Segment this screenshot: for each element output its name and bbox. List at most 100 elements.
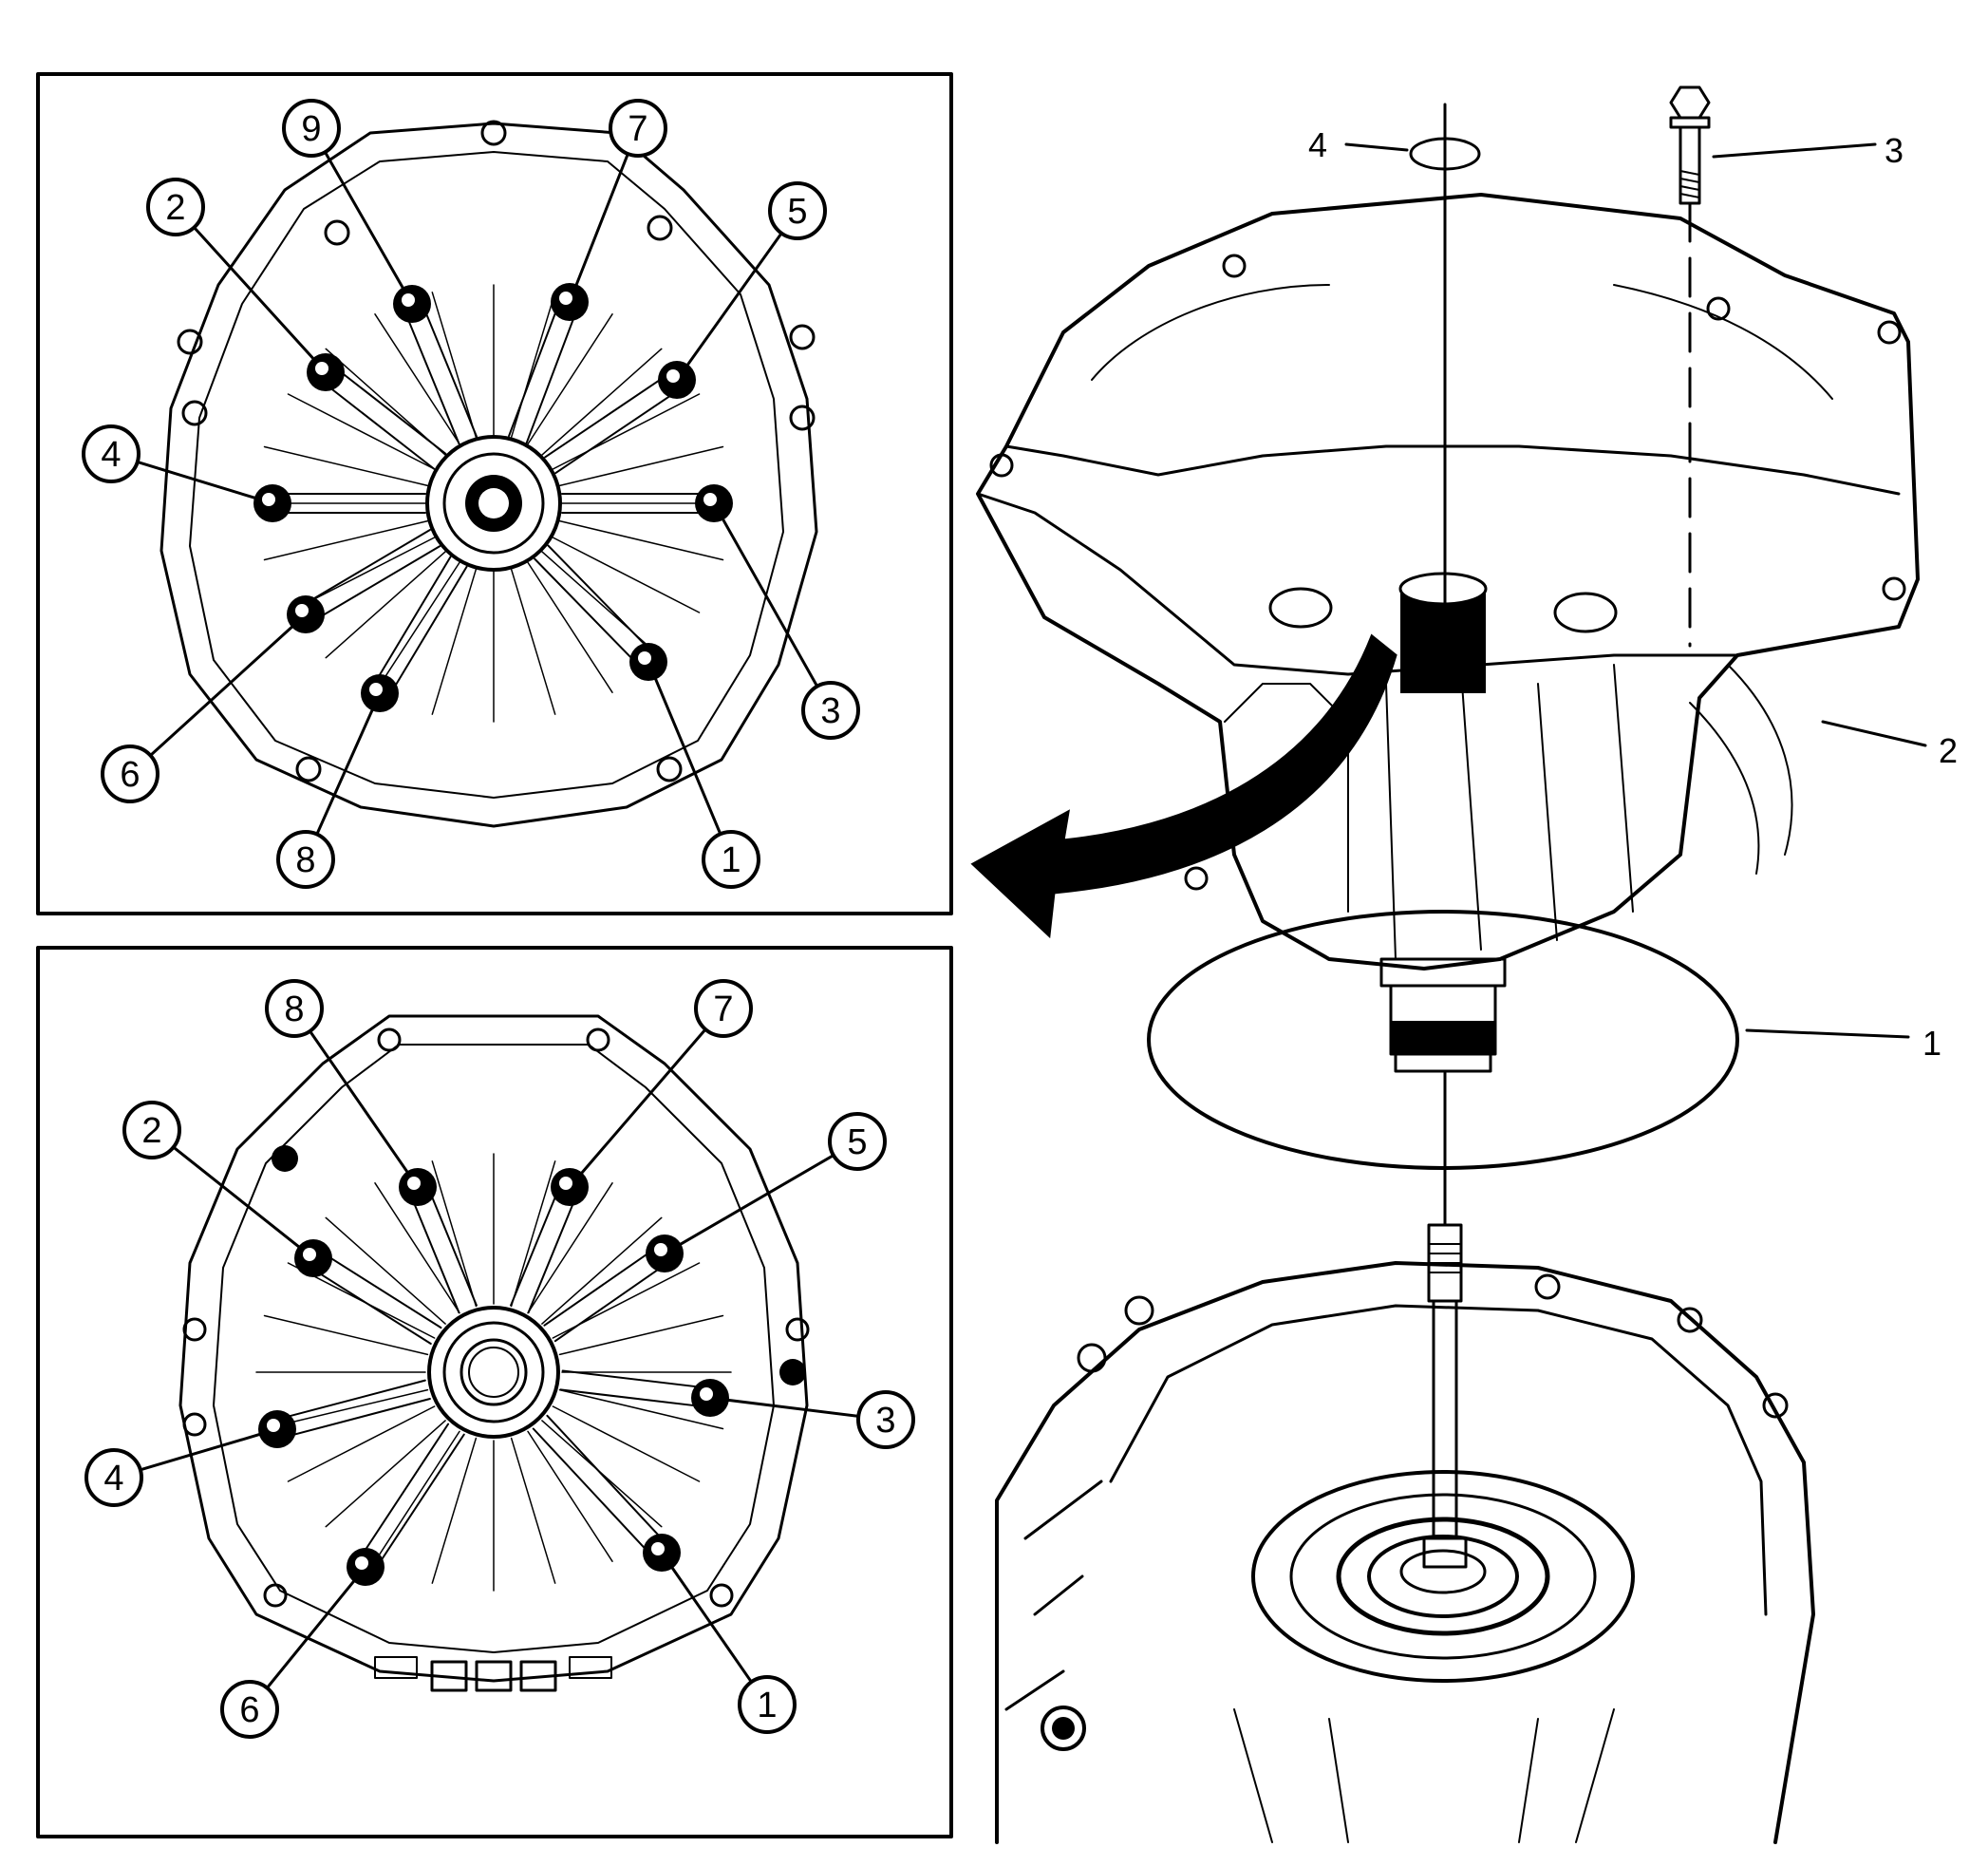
direction-arrow-icon (970, 633, 1397, 939)
bottom-ribs (255, 1153, 732, 1592)
rib-line (431, 292, 478, 439)
top-housing-inner (189, 151, 784, 799)
bolt-head-5 (658, 361, 696, 399)
sequence-callout-2: 2 (146, 178, 316, 362)
leader-line (1821, 720, 1927, 747)
part-callout-1: 1 (1745, 1024, 1941, 1063)
bottom-vent-slots (374, 1656, 612, 1692)
part-callout-4: 4 (1308, 125, 1409, 164)
bell-housing (976, 193, 1920, 1073)
callout-number: 8 (284, 990, 304, 1029)
rib-line (263, 519, 429, 561)
rib-line (552, 393, 701, 470)
rib-line (273, 1379, 426, 1422)
sequence-callout-4: 4 (82, 424, 258, 500)
callout-circle (101, 745, 159, 803)
bolt-head-8 (361, 674, 399, 712)
callout-number: 8 (295, 840, 315, 880)
rib-line (541, 551, 663, 659)
rib-line (558, 445, 724, 487)
leader-line (323, 150, 405, 291)
top-inset-frame (36, 72, 953, 915)
rib-line (552, 537, 701, 613)
sequence-callout-7: 7 (579, 979, 753, 1176)
callout-circle (702, 830, 760, 889)
top-center-bearing (425, 435, 562, 572)
bottom-center-bearing (427, 1306, 560, 1439)
bolt-head-2 (307, 353, 345, 391)
bolt-head-4 (253, 484, 291, 522)
leader-line (678, 1154, 835, 1247)
rib-line (508, 297, 562, 438)
sequence-callout-7: 7 (574, 99, 667, 288)
rib-line (552, 1262, 701, 1339)
rib-line (318, 378, 436, 470)
rib-line (541, 348, 663, 456)
bottom-inset-frame (36, 946, 953, 1838)
bolt-head-1 (643, 1534, 681, 1572)
rib-line (546, 1414, 670, 1548)
rib-line (541, 1216, 663, 1325)
callout-number: 2 (165, 188, 185, 228)
rib-line (543, 1244, 661, 1327)
rib-line (407, 1189, 460, 1314)
bolt-head-4 (258, 1410, 296, 1448)
bolt-head-2 (294, 1239, 332, 1277)
rib-line (510, 292, 556, 439)
callout-number: 9 (301, 109, 321, 149)
callout-number: 2 (141, 1111, 161, 1151)
rib-line (325, 551, 446, 659)
sequence-callout-8: 8 (265, 979, 410, 1175)
rib-line (278, 1397, 431, 1440)
sequence-callout-5: 5 (678, 1112, 887, 1247)
seal-ring-icon (1147, 910, 1739, 1170)
rib-line (527, 1430, 613, 1562)
bolt-head-9 (393, 285, 431, 323)
rib-line (325, 1420, 446, 1528)
callout-number: 7 (628, 109, 647, 149)
leader-line (725, 1398, 860, 1418)
rib-line (544, 370, 673, 459)
top-ribs (255, 284, 732, 723)
sequence-callout-3: 3 (725, 1390, 915, 1449)
bolt-head-1 (629, 643, 667, 681)
rib-line (431, 1437, 478, 1584)
rib-line (317, 1249, 442, 1329)
callout-circle (84, 1448, 143, 1507)
sequence-callout-9: 9 (282, 99, 405, 291)
rib-line (370, 556, 452, 689)
bolt-icon (1669, 85, 1711, 205)
callout-circle (856, 1390, 915, 1449)
bolt-head-6 (287, 595, 325, 633)
rib-line (425, 1182, 478, 1307)
callout-circle (276, 830, 335, 889)
leader-line (721, 517, 819, 688)
top-mounting-holes (177, 120, 816, 782)
callout-number: 6 (120, 755, 140, 795)
rib-line (525, 304, 580, 444)
bolt-head-7 (551, 1168, 589, 1206)
rib-line (558, 519, 724, 561)
callout-circle (828, 1112, 887, 1171)
bottom-mounting-holes (182, 1027, 810, 1608)
rib-line (374, 561, 460, 693)
leader-line (685, 232, 783, 368)
rib-line (263, 445, 429, 487)
leader-line (653, 676, 722, 836)
rib-line (287, 1405, 436, 1482)
leader-line (265, 1578, 357, 1690)
bolt-head-3 (695, 484, 733, 522)
rib-line (558, 1314, 724, 1356)
rib-line (372, 1433, 465, 1574)
bolt-head-6 (347, 1548, 384, 1586)
rib-line (527, 1182, 613, 1314)
rib-line (402, 306, 460, 445)
callout-circle (768, 181, 827, 240)
rib-line (510, 568, 556, 715)
leader-line (1344, 142, 1409, 152)
bolt-head-8 (399, 1168, 437, 1206)
